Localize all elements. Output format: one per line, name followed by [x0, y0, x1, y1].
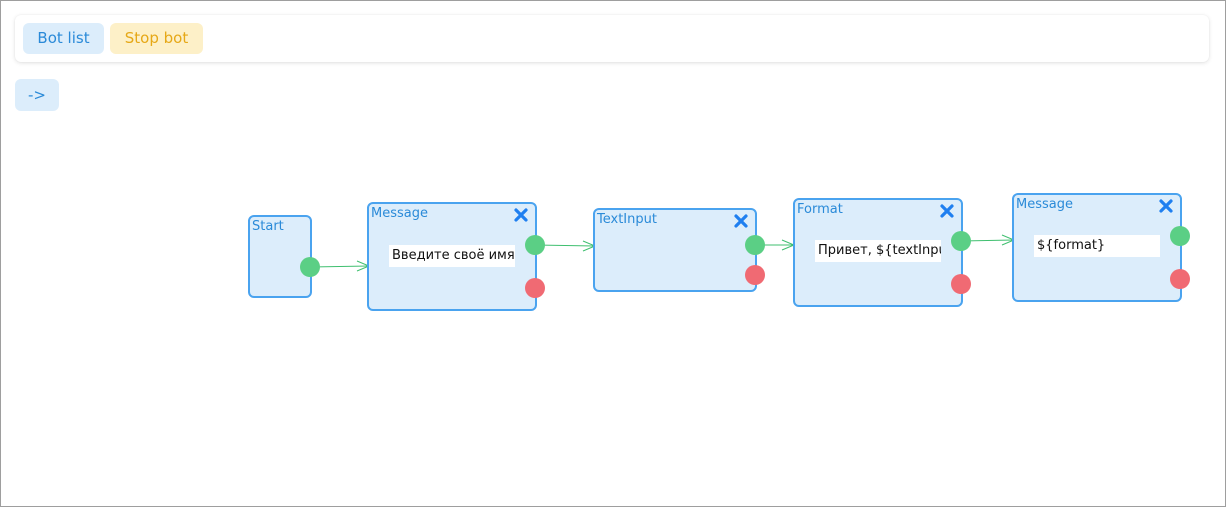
node-start[interactable]: Start	[248, 215, 312, 298]
output-port-ok[interactable]	[300, 257, 320, 277]
node-title: Message	[371, 206, 428, 221]
output-port-error[interactable]	[525, 278, 545, 298]
format-text-field[interactable]: Привет, ${textInput}	[815, 240, 941, 262]
node-textinput[interactable]: TextInput	[593, 208, 757, 292]
bot-list-button[interactable]: Bot list	[23, 23, 104, 54]
edge-message1-textinput	[534, 244, 596, 247]
output-port-error[interactable]	[745, 265, 765, 285]
toolbar: Bot list Stop bot	[15, 15, 1209, 62]
close-icon[interactable]	[1158, 198, 1174, 214]
node-message-2[interactable]: Message ${format}	[1012, 193, 1182, 302]
arrow-button[interactable]: ->	[15, 79, 59, 111]
output-port-ok[interactable]	[951, 231, 971, 251]
node-message-1[interactable]: Message Введите своё имя	[367, 202, 537, 311]
node-title: TextInput	[597, 212, 657, 227]
message-text-field[interactable]: Введите своё имя	[389, 245, 515, 267]
output-port-error[interactable]	[1170, 269, 1190, 289]
node-title: Start	[252, 219, 284, 234]
close-icon[interactable]	[733, 213, 749, 229]
node-title: Format	[797, 202, 843, 217]
output-port-ok[interactable]	[745, 235, 765, 255]
stop-bot-button[interactable]: Stop bot	[110, 23, 203, 54]
close-icon[interactable]	[513, 207, 529, 223]
close-icon[interactable]	[939, 203, 955, 219]
node-title: Message	[1016, 197, 1073, 212]
output-port-error[interactable]	[951, 274, 971, 294]
message-text-field[interactable]: ${format}	[1034, 235, 1160, 257]
output-port-ok[interactable]	[525, 235, 545, 255]
node-format[interactable]: Format Привет, ${textInput}	[793, 198, 963, 307]
output-port-ok[interactable]	[1170, 226, 1190, 246]
